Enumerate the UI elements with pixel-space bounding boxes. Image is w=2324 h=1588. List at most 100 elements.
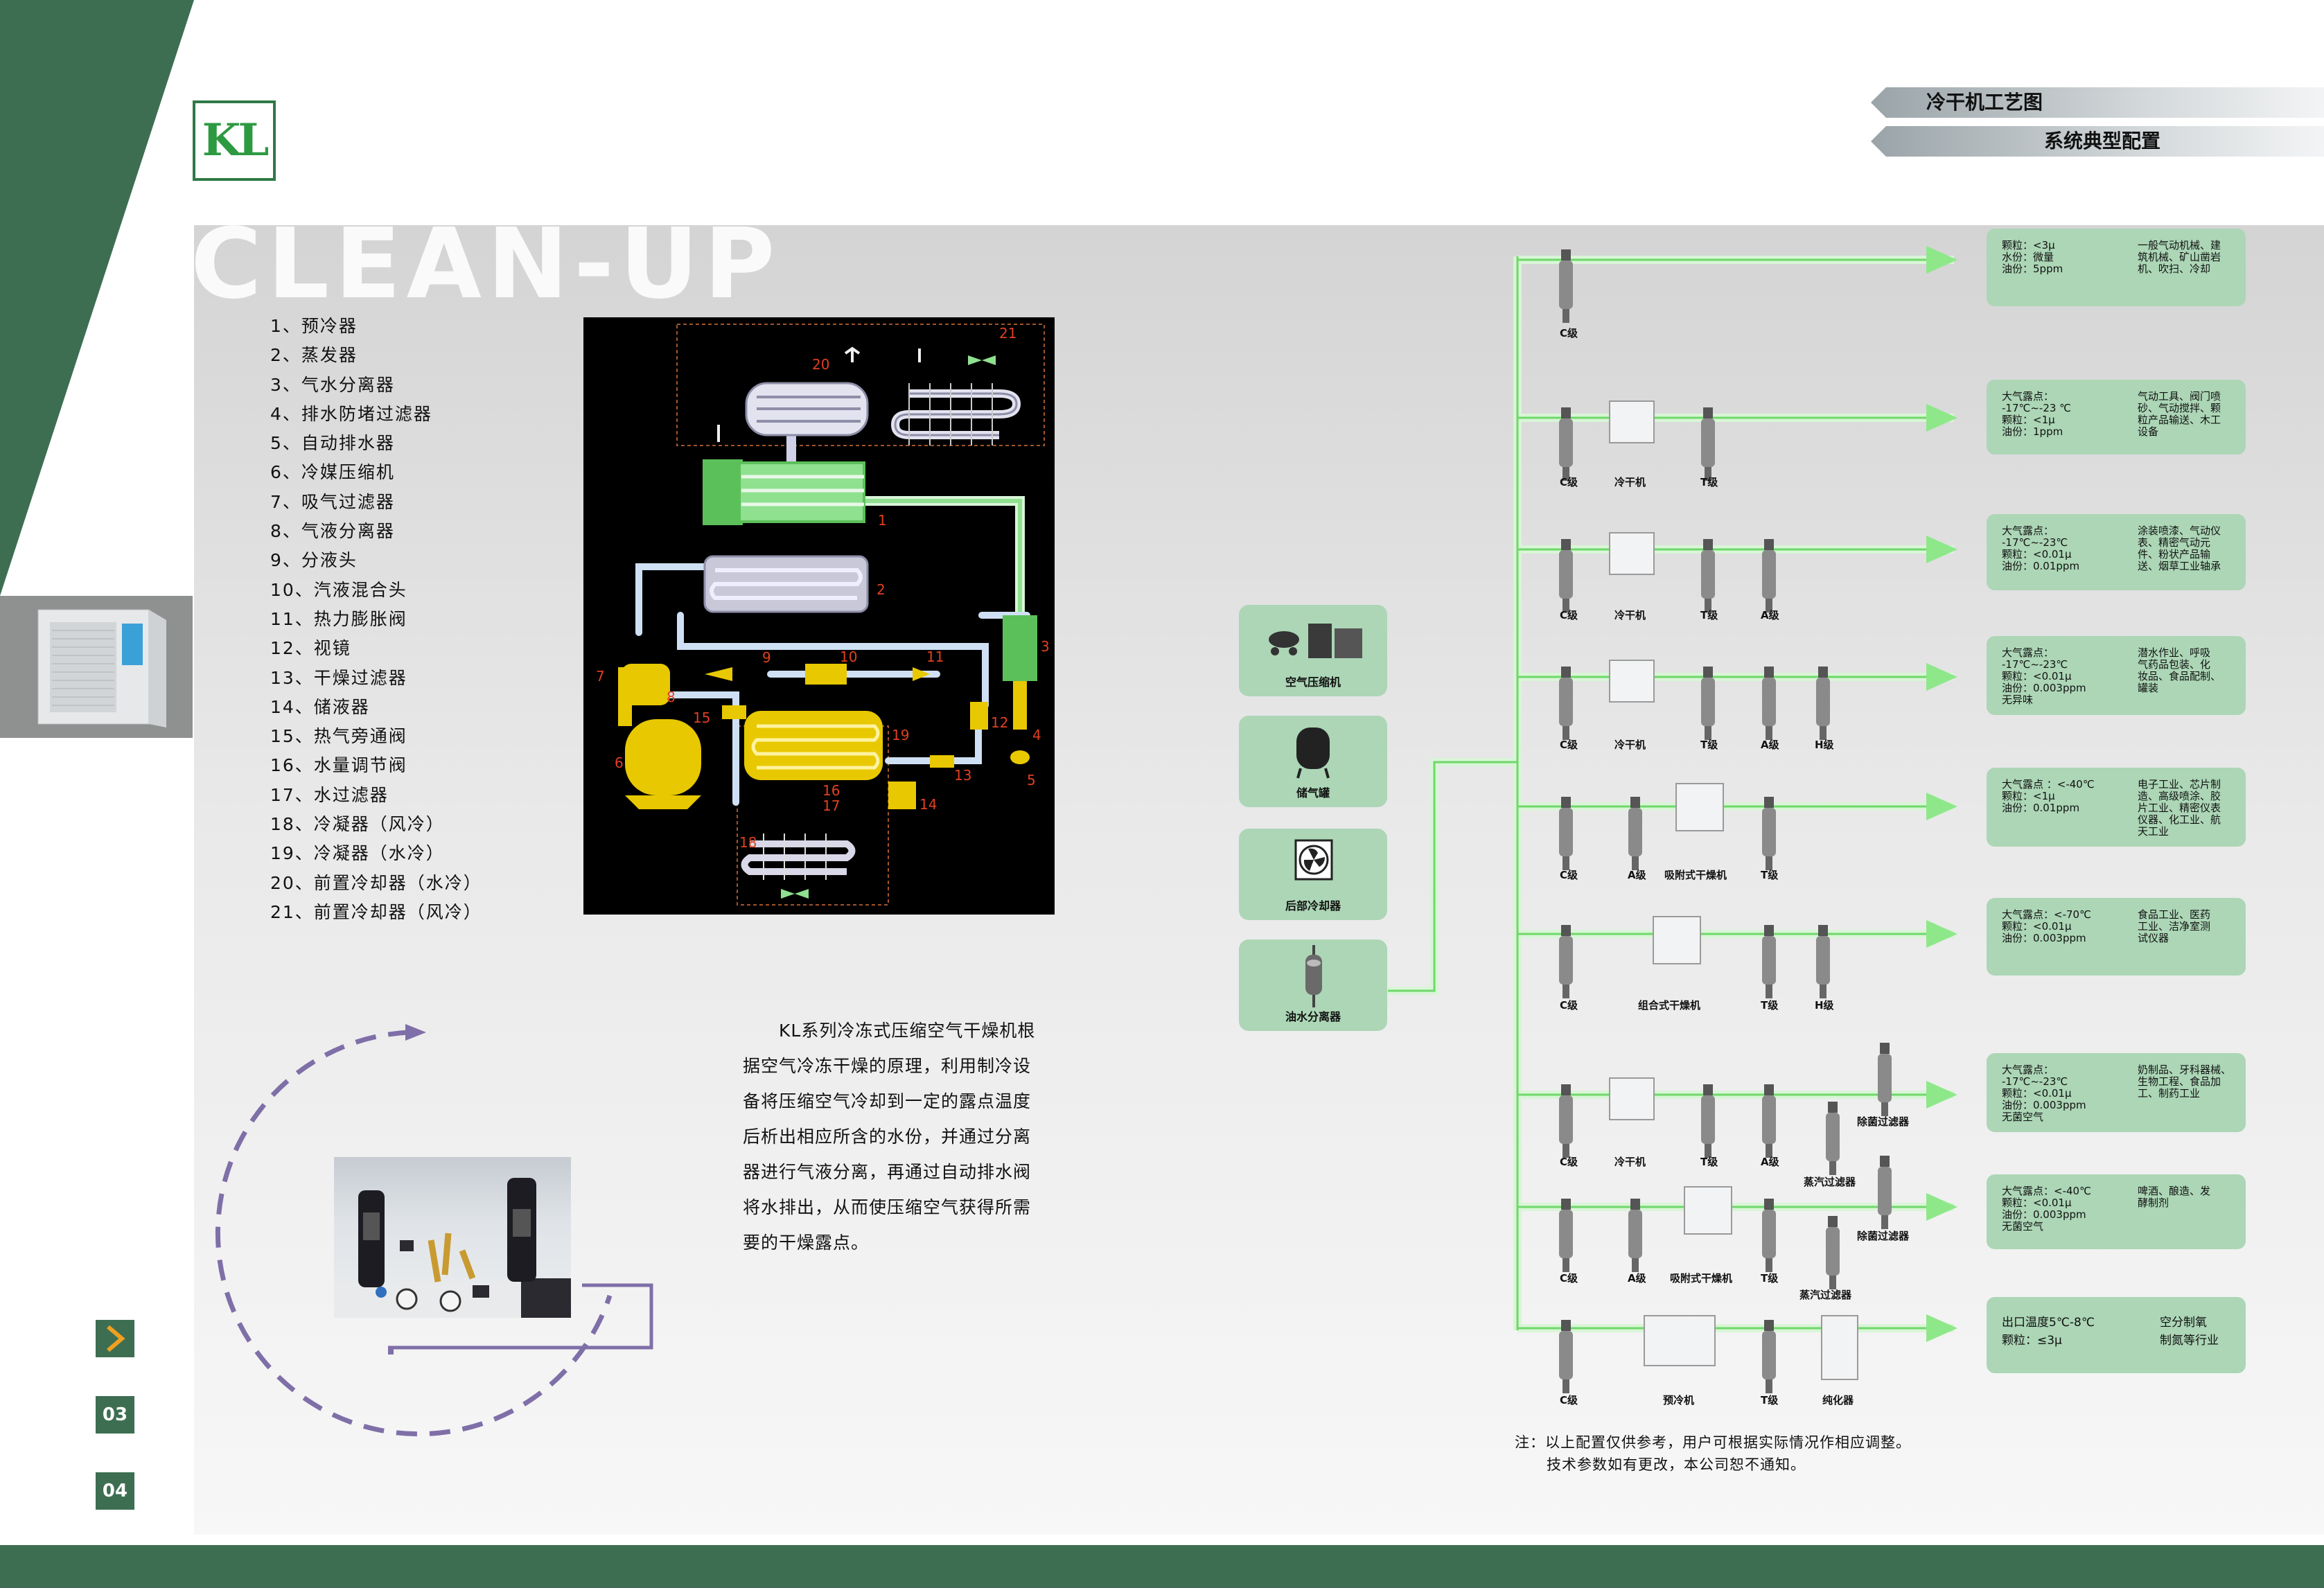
component-label: A级: [1761, 739, 1779, 751]
component-label: C级: [1560, 609, 1578, 621]
filter-icon: [1556, 667, 1576, 746]
filter-icon: [1813, 925, 1833, 1004]
list-item: 2、蒸发器: [270, 345, 358, 366]
bottom-bar: [0, 1545, 2324, 1588]
equipment-label: 油水分离器: [1285, 1010, 1341, 1023]
description-line: 备将压缩空气冷却到一定的露点温度: [743, 1091, 1032, 1111]
list-item: 8、气液分离器: [270, 521, 395, 542]
component-label: T级: [1761, 869, 1779, 881]
component-label: C级: [1560, 999, 1578, 1012]
list-item: 11、热力膨胀阀: [270, 608, 407, 629]
description-line: KL系列冷冻式压缩空气干燥机根: [743, 1021, 1036, 1041]
component-label: 除菌过滤器: [1857, 1230, 1910, 1242]
air-tank-card: 储气罐: [1239, 716, 1387, 807]
air-compressor-card: 空气压缩机: [1239, 605, 1387, 696]
svg-text:2: 2: [877, 581, 886, 598]
svg-text:13: 13: [954, 767, 971, 784]
filter-icon: [1556, 1084, 1576, 1163]
spec-card: 大气露点：<-70℃ 颗粒：<0.01μ 油份：0.003ppm 食品工业、医药…: [1987, 898, 2246, 976]
equipment-label: 储气罐: [1296, 786, 1330, 800]
component-label: A级: [1628, 1272, 1646, 1285]
spec-values: 大气露点 ：<-40℃ 颗粒：<1μ 油份：0.01ppm: [2002, 778, 2095, 814]
component-label: 吸附式干燥机: [1670, 1272, 1733, 1285]
svg-text:15: 15: [693, 709, 710, 726]
spec-card: 大气露点： -17℃~-23 ℃ 颗粒：<1μ 油份：1ppm 气动工具、阀门喷…: [1987, 380, 2246, 455]
process-diagram: 21 20 1 2 3 4 5 6 7 8 9 10 11: [583, 317, 1055, 915]
list-item: 4、排水防堵过滤器: [270, 403, 432, 424]
component-label: T级: [1700, 609, 1718, 621]
spec-card: 大气露点： -17℃~-23℃ 颗粒：<0.01μ 油份：0.003ppm 无异…: [1987, 636, 2246, 715]
filter-icon: [1556, 797, 1576, 876]
spec-card: 大气露点 ：<-40℃ 颗粒：<1μ 油份：0.01ppm 电子工业、芯片制 造…: [1987, 768, 2246, 847]
kl-logo: KL: [193, 100, 276, 181]
page-button-03[interactable]: 03: [96, 1396, 134, 1433]
component-label: 蒸汽过滤器: [1799, 1289, 1852, 1301]
filter-icon: [1759, 1084, 1779, 1163]
component-label: 除菌过滤器: [1857, 1115, 1910, 1128]
refrigerated-dryer-icon: [1609, 400, 1655, 443]
component-label: T级: [1700, 1156, 1718, 1168]
filter-icon: [1556, 249, 1576, 328]
spec-values: 大气露点：<-40℃ 颗粒：<0.01μ 油份：0.003ppm 无菌空气: [2002, 1185, 2091, 1233]
svg-text:12: 12: [991, 714, 1008, 731]
refrigerated-dryer-icon: [1609, 660, 1655, 703]
tab-process[interactable]: 冷干机工艺图: [1871, 87, 2324, 118]
filter-icon: [1874, 1043, 1895, 1122]
spec-card: 大气露点： -17℃~-23℃ 颗粒：<0.01μ 油份：0.003ppm 无菌…: [1987, 1053, 2246, 1132]
filter-icon: [1625, 797, 1646, 876]
list-item: 21、前置冷却器（风冷）: [270, 901, 482, 922]
component-label: 组合式干燥机: [1638, 999, 1701, 1012]
tab-process-label: 冷干机工艺图: [1926, 91, 2043, 114]
equipment-label: 空气压缩机: [1285, 676, 1341, 689]
spec-applications: 涂装喷漆、气动仪 表、精密气动元 件、粉状产品输 送、烟草工业轴承: [2138, 524, 2221, 572]
list-item: 9、分液头: [270, 550, 358, 571]
list-item: 19、冷凝器（水冷）: [270, 843, 445, 864]
list-item: 20、前置冷却器（水冷）: [270, 872, 482, 893]
tab-config-label: 系统典型配置: [2044, 130, 2161, 152]
filter-icon: [1625, 1199, 1646, 1278]
after-cooler-card: 后部冷却器: [1239, 829, 1387, 920]
spec-applications: 奶制品、牙科器械、 生物工程、食品加 工、制药工业: [2138, 1064, 2232, 1100]
spec-values: 出口温度5℃-8℃ 颗粒：≤3μ: [2002, 1316, 2095, 1348]
component-label: 冷干机: [1614, 739, 1646, 751]
tab-config[interactable]: 系统典型配置: [1871, 126, 2324, 157]
list-item: 7、吸气过滤器: [270, 491, 395, 512]
description-line: 后析出相应所含的水份，并通过分离: [743, 1127, 1032, 1147]
description-line: 据空气冷冻干燥的原理，利用制冷设: [743, 1056, 1032, 1076]
separator-icon: [1305, 945, 1322, 1007]
component-label: C级: [1560, 327, 1578, 339]
list-item: 18、冷凝器（风冷）: [270, 814, 445, 835]
svg-text:4: 4: [1032, 727, 1041, 743]
filter-icon: [1698, 1084, 1718, 1163]
svg-text:11: 11: [926, 649, 944, 665]
list-item: 3、气水分离器: [270, 374, 395, 395]
filter-icon: [1759, 1320, 1779, 1399]
component-label: T级: [1761, 1272, 1779, 1285]
component-label: H级: [1815, 999, 1834, 1012]
filter-icon: [1822, 1102, 1843, 1181]
air-compressor-icon: [1269, 624, 1362, 658]
refrigerated-dryer-icon: [1609, 1077, 1655, 1120]
svg-text:14: 14: [919, 796, 937, 813]
purifier-icon: [1821, 1315, 1858, 1380]
desiccant-dryer-icon: [1675, 783, 1724, 831]
list-item: 14、储液器: [270, 696, 370, 717]
spec-values: 大气露点： -17℃~-23 ℃ 颗粒：<1μ 油份：1ppm: [2002, 390, 2072, 438]
svg-text:19: 19: [892, 727, 909, 743]
chevron-right-icon: [107, 1325, 125, 1352]
list-item: 12、视镜: [270, 638, 351, 659]
next-page-button[interactable]: [96, 1320, 134, 1357]
component-label: C级: [1560, 476, 1578, 488]
svg-text:6: 6: [615, 755, 624, 771]
list-item: 6、冷媒压缩机: [270, 462, 395, 483]
component-label: C级: [1560, 1272, 1578, 1285]
svg-text:9: 9: [762, 649, 771, 666]
spec-applications: 食品工业、医药 工业、洁净室测 试仪器: [2138, 908, 2211, 944]
svg-text:17: 17: [822, 797, 840, 814]
filter-icon: [1698, 539, 1718, 618]
filter-icon: [1556, 539, 1576, 618]
svg-text:20: 20: [812, 356, 829, 373]
component-label: 冷干机: [1614, 1156, 1646, 1168]
page-button-04[interactable]: 04: [96, 1472, 134, 1510]
component-label: 预冷机: [1663, 1394, 1695, 1406]
